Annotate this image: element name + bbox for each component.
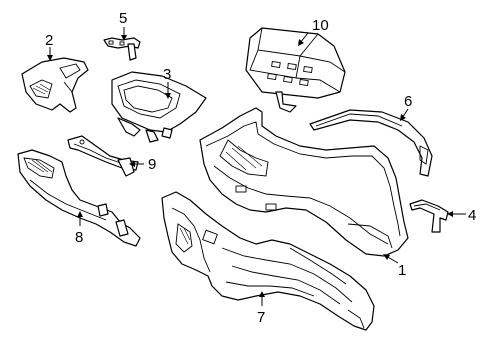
part-7-lower-center-panel [161, 191, 375, 331]
callout-10: 10 [312, 17, 329, 34]
part-4-bracket [409, 199, 449, 233]
part-8-lower-panel-left [17, 149, 141, 247]
part-9-console-trim [67, 135, 139, 177]
leader-lines [47, 27, 466, 306]
callout-1: 1 [398, 262, 406, 279]
part-2-column-cover [21, 57, 89, 113]
callout-3: 3 [163, 66, 171, 83]
part-1-instrument-panel [199, 107, 409, 257]
callout-6: 6 [404, 93, 412, 110]
callout-5: 5 [119, 10, 127, 27]
callout-2: 2 [45, 32, 53, 49]
part-6-trim-strip [309, 109, 433, 177]
part-3-cluster-bezel [111, 71, 207, 143]
part-10-airbag-module [245, 27, 346, 113]
callout-4: 4 [468, 207, 476, 224]
callout-7: 7 [257, 309, 265, 326]
callout-9: 9 [148, 156, 156, 173]
callout-8: 8 [75, 229, 83, 246]
part-5-bracket [103, 37, 141, 61]
